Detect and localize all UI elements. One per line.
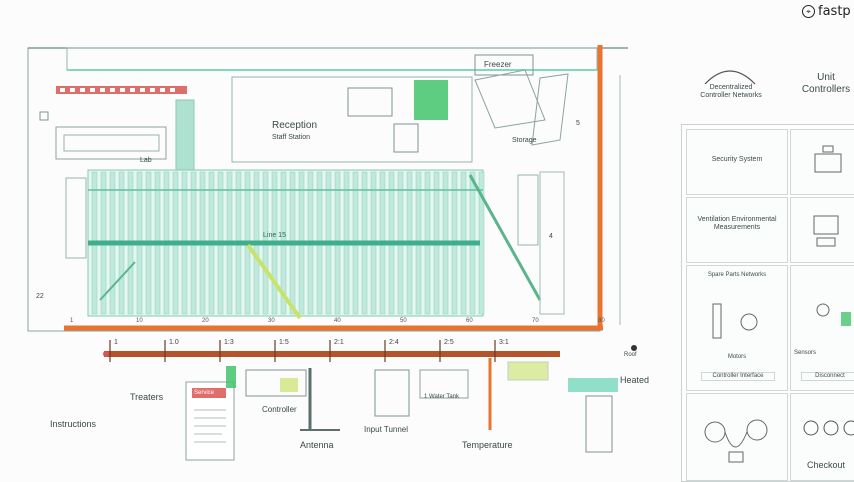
legend-card-label: Security System [711,156,763,163]
heated-bar [568,378,618,392]
ruler-label: 60 [466,318,473,324]
ruler-label: 10 [136,318,143,324]
legend-header-right: Unit Controllers [801,72,851,95]
bus-tick-label: 1.0 [169,339,179,346]
ruler-label: 40 [334,318,341,324]
legend-tag-a: Motors [727,354,747,360]
bus-tick-label: 1:5 [279,339,289,346]
compass-icon: ⌖ [802,5,815,18]
instructions-label: Instructions [50,419,97,429]
ruler-label: 20 [202,318,209,324]
service-tag: Service [194,390,215,396]
right-small-label: 5 [576,120,580,127]
diagonal-feed-yellow [246,243,302,320]
bus-start-node [103,351,109,357]
desk-box [393,123,419,153]
legend-card-sensors[interactable]: Disconnect [790,265,854,391]
legend-card-security[interactable]: Security System [686,129,788,195]
ruler-label: 30 [268,318,275,324]
sensors-label: Sensors [794,350,817,356]
brand-logo: ⌖fastp [802,4,851,19]
legend-card-parts[interactable] [790,197,854,263]
treaters-label: Treaters [130,392,164,402]
storage-label: Storage [512,137,537,144]
small-square [39,111,49,121]
reception-sub-label: Staff Station [272,134,311,141]
monitor-box [347,87,393,117]
roof-label: Roof [624,352,637,358]
diagonal-feed-right [468,174,542,301]
cabinet-icon [813,215,839,247]
bus-tick-label: 2:1 [334,339,344,346]
document-header [192,388,226,398]
legend-card-ventilation[interactable]: Ventilation Environmental Measurements [686,197,788,263]
brand-name: fastp [818,4,851,19]
temp-unit [507,361,549,381]
green-indicator [226,366,236,388]
north-indicator [631,345,637,351]
input-tunnel-box [374,369,410,417]
sensor-icon [816,303,851,326]
controller-label: Controller [262,405,297,414]
angled-rack-2 [531,73,569,146]
bus-tick-label: 3:1 [499,339,509,346]
heater-tank [585,395,613,453]
reception-label: Reception [272,120,318,131]
teal-column [175,99,195,171]
reception-block [231,76,473,163]
wheels-icon [803,420,854,436]
legend-card-units[interactable] [790,129,854,195]
bus-tick-label: 1 [114,339,118,346]
document-lines [194,409,226,443]
legend-card-schematic[interactable] [686,393,788,481]
right-number: 4 [549,233,553,240]
angled-rack [474,69,546,129]
controller-box [245,369,307,397]
freezer-box [474,54,534,76]
network-arc-icon [704,70,756,85]
monitor-icon [814,145,842,173]
legend-card-label: Controller Interface [701,372,775,381]
left-number: 22 [36,293,44,300]
bus-tick-label: 1:3 [224,339,234,346]
bus-tick-label: 2:4 [389,339,399,346]
controller-display [280,378,298,392]
lab-label: Lab [140,157,152,164]
right-strip [539,171,565,315]
legend-card-label: Ventilation Environmental Measurements [697,216,777,232]
legend-card-checkout[interactable]: Checkout [790,393,854,481]
console-box [55,126,167,160]
tank-box [419,369,469,399]
legend-panel: Security System Ventilation Environmenta… [681,124,854,482]
antenna-label: Antenna [300,440,334,450]
temperature-label: Temperature [462,440,513,450]
mid-line-label: Line 15 [263,232,286,239]
schematic-icon [704,419,768,463]
console-inner [63,134,160,152]
legend-tag-b: Disconnect [801,372,854,381]
green-panel [414,80,448,120]
input-tunnel-label: Input Tunnel [364,425,409,434]
water-tank-note: 1 Water Tank [424,394,460,400]
heated-label: Heated [620,375,650,385]
bus-tick-label: 2:5 [444,339,454,346]
ruler-label: 1 [70,318,74,324]
motor-icon [712,303,758,339]
ruler-label: 70 [532,318,539,324]
legend-card-label: Checkout [806,460,846,470]
top-bar [66,47,598,71]
bus-ticks: 1 1.0 1:3 1:5 2:1 2:4 2:5 3:1 [109,339,509,362]
legend-card-label: Spare Parts Networks [707,272,767,278]
left-bay [65,177,87,259]
diagonal-feed-left [99,261,136,301]
legend-card-spare-parts[interactable]: Spare Parts Networks Motors Controller I… [686,265,788,391]
legend-header-left: Decentralized Controller Networks [700,84,762,100]
ruler-label: 80 [598,318,605,324]
right-bay [517,174,539,246]
freezer-label: Freezer [484,60,512,69]
ruler-label: 50 [400,318,407,324]
